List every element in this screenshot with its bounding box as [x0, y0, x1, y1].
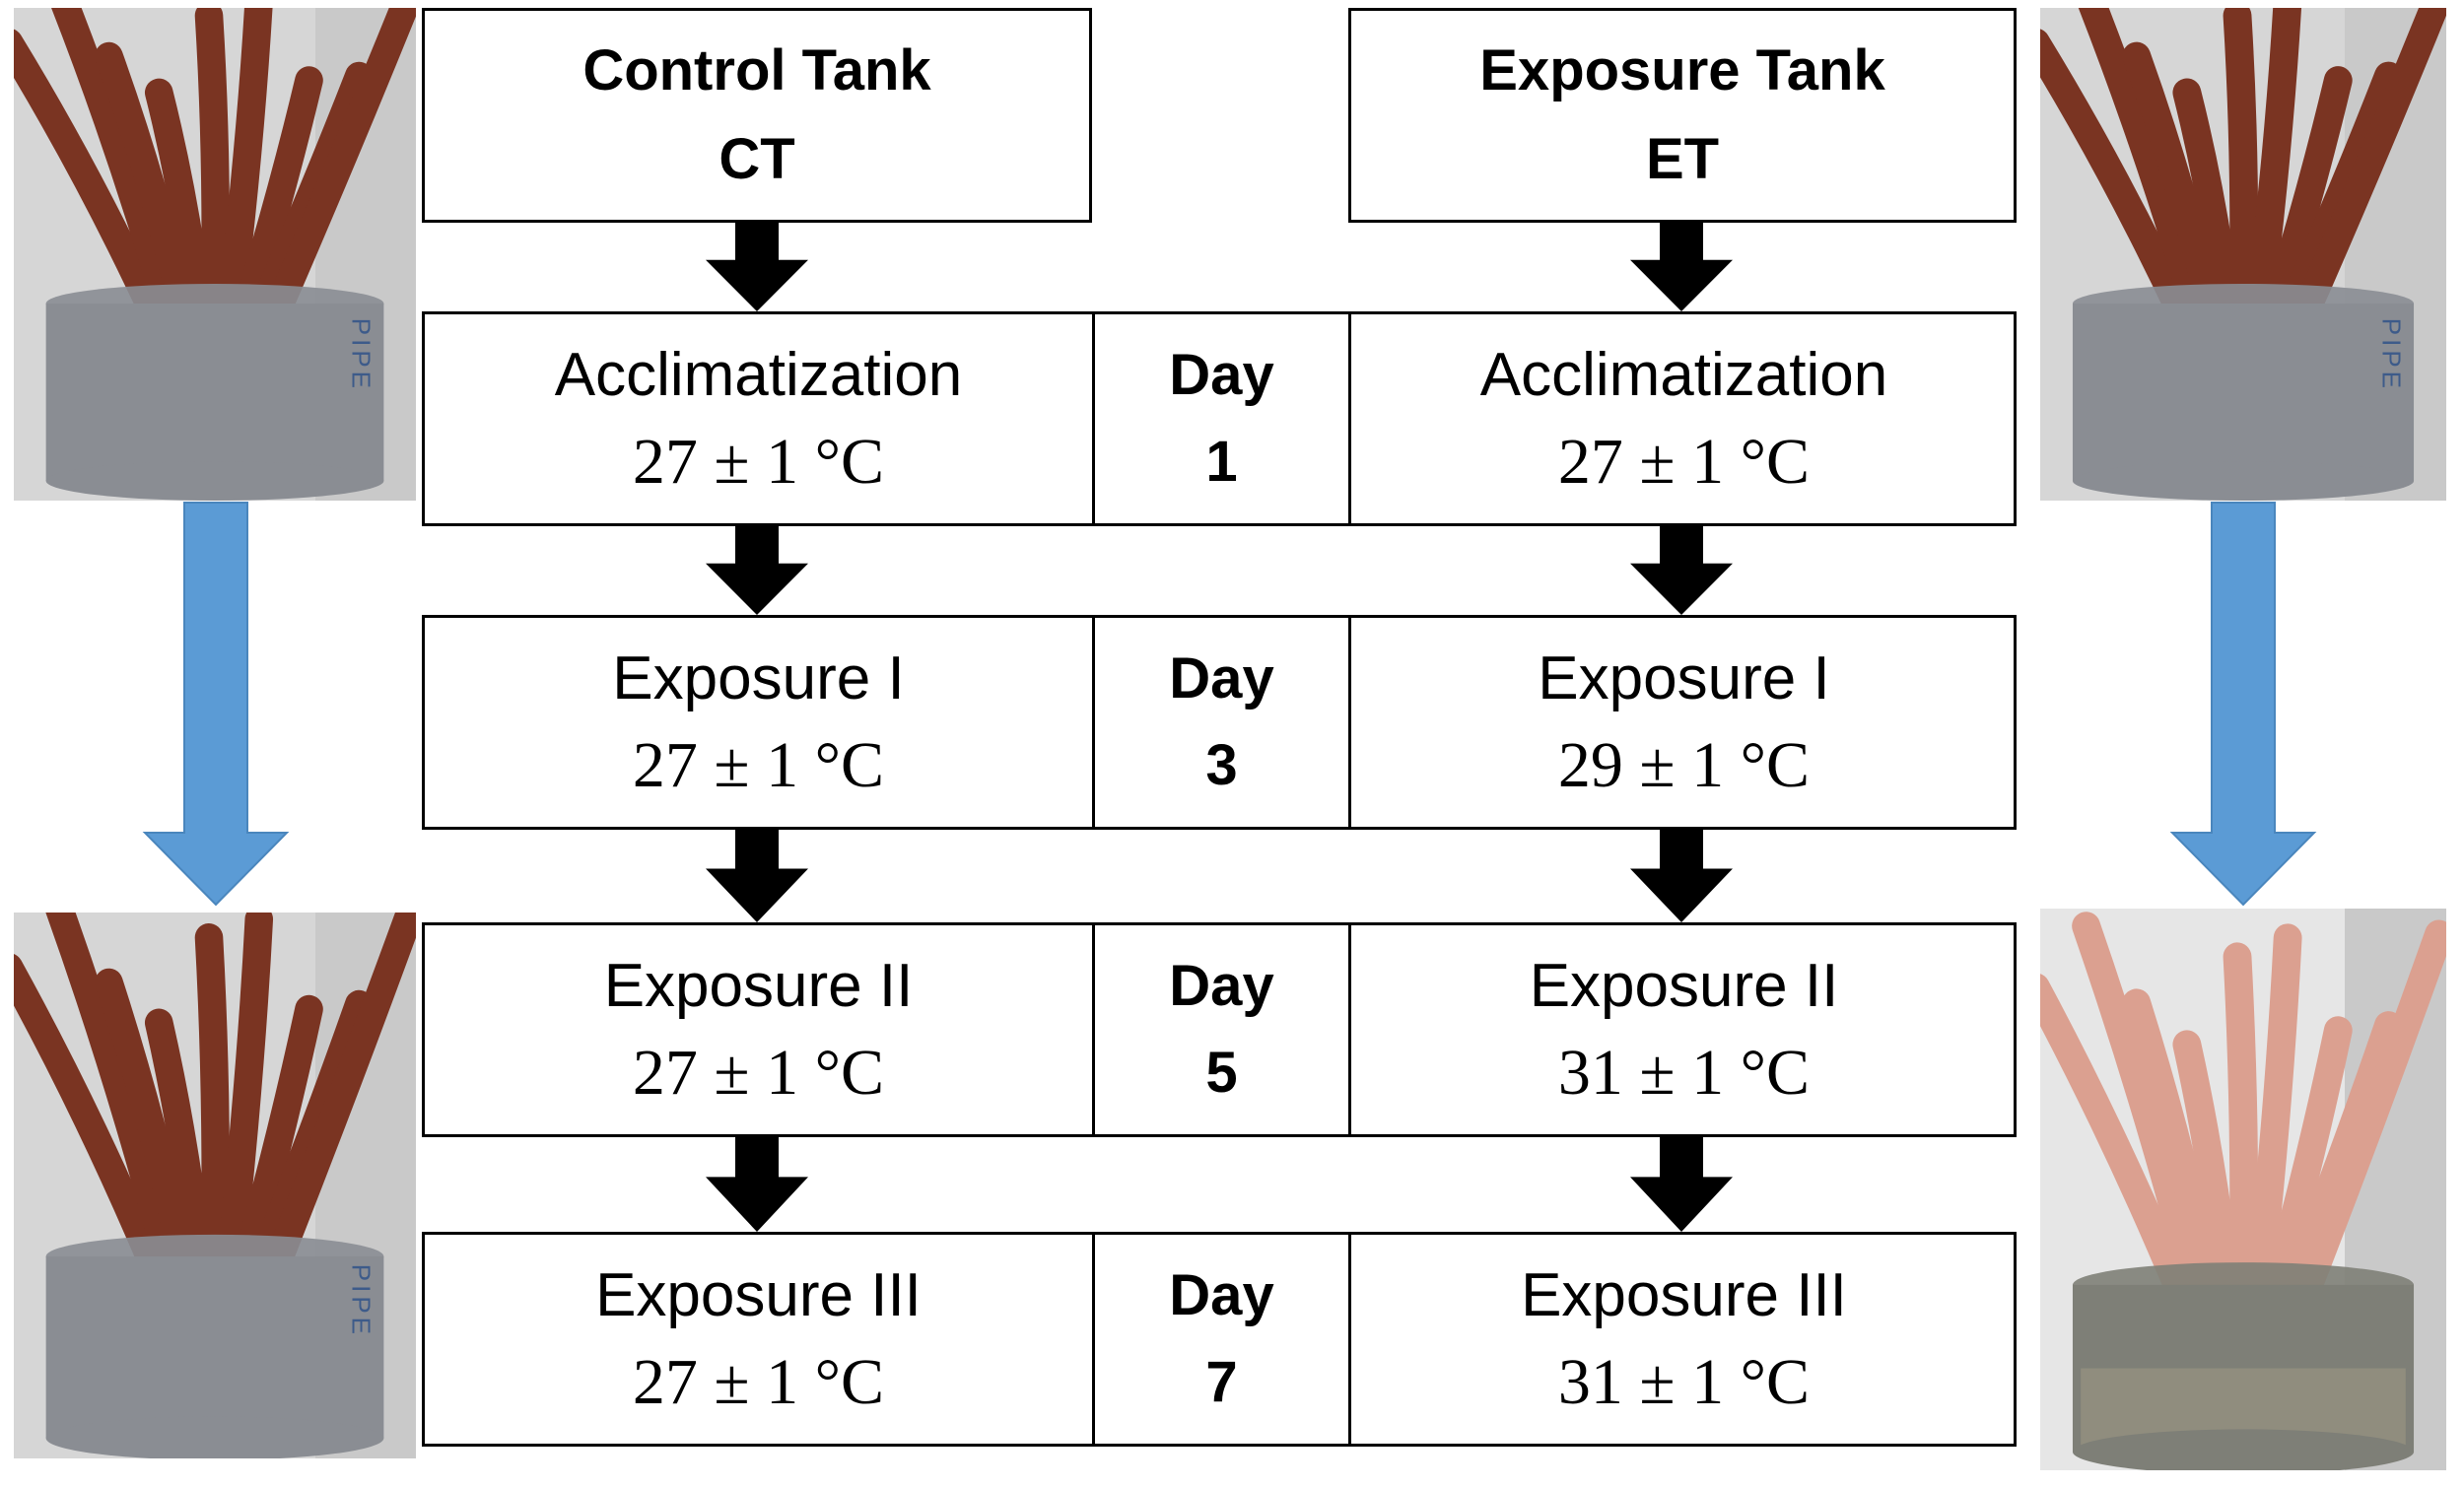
down-arrow-icon	[706, 1137, 808, 1232]
control-stage-temp: 27 ± 1 °C	[632, 729, 885, 801]
pipe-label: PIPE	[346, 317, 376, 392]
day-label: Day	[1169, 646, 1274, 710]
coral-photo-control-after: PIPE	[14, 913, 416, 1458]
day-label: Day	[1169, 954, 1274, 1018]
exposure-stage-label: Acclimatization	[1479, 341, 1888, 409]
exposure-stage-cell: Exposure I 29 ± 1 °C	[1351, 618, 2017, 827]
exposure-stage-temp: 31 ± 1 °C	[1557, 1346, 1811, 1418]
control-stage-label: Acclimatization	[554, 341, 963, 409]
day-label: Day	[1169, 1263, 1274, 1327]
coral-photo-exposure-after	[2040, 909, 2446, 1470]
down-arrow-icon	[1630, 526, 1733, 615]
stage-row: Exposure III 27 ± 1 °C Day 7 Exposure III 31 …	[422, 1232, 2017, 1447]
day-cell: Day 7	[1095, 1235, 1351, 1444]
stage-row: Exposure I 27 ± 1 °C Day 3 Exposure I 29 ± 1 …	[422, 615, 2017, 830]
down-arrow-icon	[706, 526, 808, 615]
blue-down-arrow-icon	[2169, 502, 2317, 907]
down-arrow-icon	[1630, 830, 1733, 922]
day-number: 3	[1205, 733, 1238, 797]
exposure-tank-header: Exposure Tank ET	[1348, 8, 2017, 223]
stage-row: Exposure II 27 ± 1 °C Day 5 Exposure II 31 ± …	[422, 922, 2017, 1137]
control-stage-cell: Exposure I 27 ± 1 °C	[425, 618, 1095, 827]
control-stage-label: Exposure III	[595, 1261, 922, 1329]
exposure-tank-abbr: ET	[1645, 127, 1720, 191]
exposure-stage-label: Exposure III	[1521, 1261, 1847, 1329]
exposure-stage-temp: 31 ± 1 °C	[1557, 1037, 1811, 1109]
blue-down-arrow-icon	[142, 502, 290, 907]
exposure-tank-title: Exposure Tank	[1479, 38, 1885, 102]
control-stage-cell: Acclimatization 27 ± 1 °C	[425, 314, 1095, 523]
down-arrow-icon	[1630, 1137, 1733, 1232]
day-number: 5	[1205, 1041, 1238, 1105]
control-tank-abbr: CT	[719, 127, 795, 191]
exposure-stage-temp: 27 ± 1 °C	[1557, 426, 1811, 498]
day-cell: Day 5	[1095, 925, 1351, 1134]
exposure-stage-cell: Exposure II 31 ± 1 °C	[1351, 925, 2017, 1134]
day-cell: Day 1	[1095, 314, 1351, 523]
exposure-stage-cell: Acclimatization 27 ± 1 °C	[1351, 314, 2017, 523]
control-stage-label: Exposure I	[612, 644, 905, 712]
control-stage-cell: Exposure II 27 ± 1 °C	[425, 925, 1095, 1134]
control-stage-label: Exposure II	[603, 952, 914, 1020]
control-tank-title: Control Tank	[582, 38, 931, 102]
control-stage-temp: 27 ± 1 °C	[632, 426, 885, 498]
day-number: 1	[1205, 430, 1238, 494]
coral-photo-control-before: PIPE	[14, 8, 416, 501]
exposure-stage-temp: 29 ± 1 °C	[1557, 729, 1811, 801]
coral-photo-exposure-before: PIPE	[2040, 8, 2446, 501]
control-stage-temp: 27 ± 1 °C	[632, 1346, 885, 1418]
control-stage-cell: Exposure III 27 ± 1 °C	[425, 1235, 1095, 1444]
down-arrow-icon	[706, 830, 808, 922]
day-label: Day	[1169, 343, 1274, 407]
day-cell: Day 3	[1095, 618, 1351, 827]
stage-row: Acclimatization 27 ± 1 °C Day 1 Acclimatizat…	[422, 311, 2017, 526]
down-arrow-icon	[706, 223, 808, 311]
day-number: 7	[1205, 1350, 1238, 1414]
down-arrow-icon	[1630, 223, 1733, 311]
exposure-stage-label: Exposure I	[1538, 644, 1830, 712]
control-tank-header: Control Tank CT	[422, 8, 1092, 223]
exposure-stage-cell: Exposure III 31 ± 1 °C	[1351, 1235, 2017, 1444]
pipe-label: PIPE	[2375, 317, 2406, 392]
exposure-stage-label: Exposure II	[1529, 952, 1839, 1020]
control-stage-temp: 27 ± 1 °C	[632, 1037, 885, 1109]
pipe-label: PIPE	[346, 1263, 376, 1339]
